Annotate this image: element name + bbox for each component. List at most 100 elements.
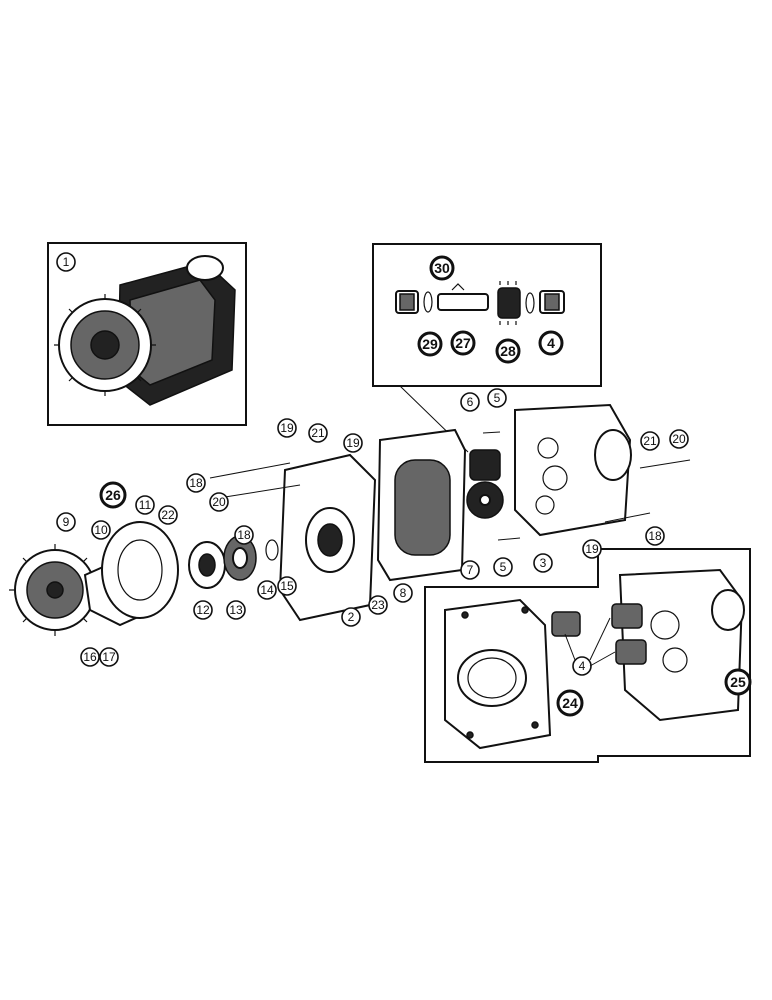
callout-5: 5 <box>493 557 513 577</box>
callout-20: 20 <box>209 492 229 512</box>
housing-3 <box>514 403 632 537</box>
svg-text:18: 18 <box>648 529 662 543</box>
callout-28: 28 <box>495 338 521 364</box>
svg-text:18: 18 <box>189 476 203 490</box>
svg-text:3: 3 <box>540 556 547 570</box>
callout-4: 4 <box>572 656 592 676</box>
svg-text:10: 10 <box>94 523 108 537</box>
detail-snap-ring-right <box>525 292 535 314</box>
callout-11: 11 <box>135 495 155 515</box>
inset-alternate-housing <box>424 548 751 763</box>
svg-text:13: 13 <box>229 603 243 617</box>
svg-text:9: 9 <box>63 515 70 529</box>
callout-29: 29 <box>417 331 443 357</box>
assembled-pump-illustration <box>54 255 236 406</box>
callout-23: 23 <box>368 595 388 615</box>
svg-text:22: 22 <box>161 508 175 522</box>
leader-4-lower <box>589 651 616 667</box>
svg-text:18: 18 <box>237 528 251 542</box>
inset-frame-top <box>372 243 602 387</box>
callout-1: 1 <box>56 252 76 272</box>
seal-12 <box>188 541 226 589</box>
svg-text:19: 19 <box>280 421 294 435</box>
callout-19: 19 <box>277 418 297 438</box>
callout-12: 12 <box>193 600 213 620</box>
detail-gear-28 <box>497 281 521 325</box>
leader-4-upper <box>589 617 611 661</box>
svg-text:14: 14 <box>260 583 274 597</box>
callout-22: 22 <box>158 505 178 525</box>
callout-18: 18 <box>234 525 254 545</box>
drive-gear-9 <box>9 544 101 636</box>
callout-27: 27 <box>450 330 476 356</box>
svg-text:20: 20 <box>672 432 686 446</box>
svg-text:21: 21 <box>643 434 657 448</box>
callout-30: 30 <box>429 255 455 281</box>
end-cover-11 <box>101 521 179 619</box>
svg-text:21: 21 <box>311 426 325 440</box>
svg-text:19: 19 <box>585 542 599 556</box>
callout-17: 17 <box>99 647 119 667</box>
callout-19: 19 <box>343 433 363 453</box>
svg-text:4: 4 <box>547 335 555 351</box>
svg-text:2: 2 <box>348 610 355 624</box>
alt-bushing-upper <box>551 611 581 637</box>
callout-26: 26 <box>99 481 127 509</box>
svg-text:5: 5 <box>500 560 507 574</box>
svg-text:4: 4 <box>579 659 586 673</box>
callout-14: 14 <box>257 580 277 600</box>
detail-bearing-4 <box>539 290 565 314</box>
callout-5: 5 <box>487 388 507 408</box>
callout-2: 2 <box>341 607 361 627</box>
leader-4-bushing <box>564 633 576 661</box>
svg-text:7: 7 <box>467 563 474 577</box>
callout-25: 25 <box>724 668 752 696</box>
callout-24: 24 <box>556 689 584 717</box>
callout-21: 21 <box>640 431 660 451</box>
svg-text:11: 11 <box>139 498 152 512</box>
svg-text:23: 23 <box>371 598 385 612</box>
alt-housing-25 <box>611 568 745 722</box>
callout-4: 4 <box>538 330 564 356</box>
inset-shaft-detail <box>372 243 602 387</box>
svg-text:12: 12 <box>196 603 210 617</box>
detail-bearing-left <box>395 290 419 314</box>
callout-18: 18 <box>645 526 665 546</box>
callout-21: 21 <box>308 423 328 443</box>
svg-text:27: 27 <box>455 335 471 351</box>
detail-shaft-27 <box>437 283 489 311</box>
gasket-8 <box>376 428 467 582</box>
svg-text:30: 30 <box>434 260 450 276</box>
callout-20: 20 <box>669 429 689 449</box>
svg-text:17: 17 <box>102 650 116 664</box>
svg-text:6: 6 <box>467 395 474 409</box>
callout-19: 19 <box>582 539 602 559</box>
svg-text:20: 20 <box>212 495 226 509</box>
svg-text:24: 24 <box>562 695 578 711</box>
callout-9: 9 <box>56 512 76 532</box>
svg-text:19: 19 <box>346 436 360 450</box>
svg-text:5: 5 <box>494 391 501 405</box>
callout-7: 7 <box>460 560 480 580</box>
svg-text:15: 15 <box>280 579 294 593</box>
callout-3: 3 <box>533 553 553 573</box>
flange-plate-24 <box>444 598 552 750</box>
inset-assembled-pump <box>47 242 247 426</box>
detail-snap-ring-29 <box>423 291 433 313</box>
svg-text:29: 29 <box>422 336 438 352</box>
body-2 <box>278 453 377 622</box>
svg-text:16: 16 <box>83 650 97 664</box>
callout-18: 18 <box>186 473 206 493</box>
svg-text:1: 1 <box>63 255 70 269</box>
bearing-13 <box>223 535 257 581</box>
callout-10: 10 <box>91 520 111 540</box>
callout-16: 16 <box>80 647 100 667</box>
callout-6: 6 <box>460 392 480 412</box>
svg-text:8: 8 <box>400 586 407 600</box>
svg-text:28: 28 <box>500 343 516 359</box>
bolts <box>209 431 691 541</box>
gears-6-7 <box>466 449 504 519</box>
callout-13: 13 <box>226 600 246 620</box>
callout-15: 15 <box>277 576 297 596</box>
